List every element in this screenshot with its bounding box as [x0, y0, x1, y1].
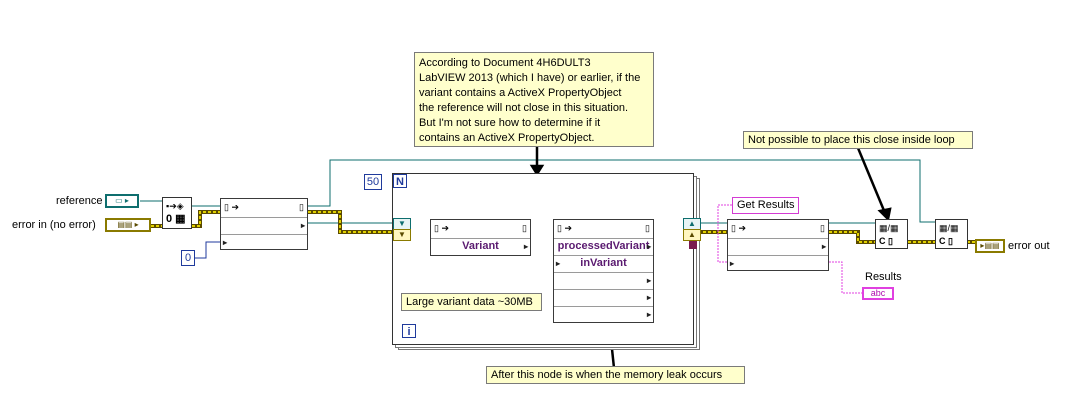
refnum-out-icon: ▯ — [299, 202, 304, 212]
processed-variant-invoke-node[interactable]: ▯ ➔ ▯ processedVariant ▸ ▸ inVariant ▸ ▸… — [553, 219, 654, 323]
node-header: ▯ ➔ ▯ — [431, 220, 530, 238]
refnum-out-icon: ▯ — [522, 223, 527, 233]
node-header: ▯ ➔ ▯ — [221, 199, 307, 217]
variant-tunnel[interactable] — [689, 241, 697, 249]
node-row: ▸ — [554, 289, 653, 306]
in-variant-label: inVariant — [580, 257, 627, 269]
output-arrow-icon: ▸ — [821, 242, 826, 251]
refnum-in-icon: ▯ ➔ — [224, 202, 239, 212]
loop-index-terminal: i — [402, 324, 416, 338]
output-arrow-icon: ▸ — [523, 242, 528, 251]
input-arrow-icon: ▸ — [556, 259, 561, 268]
refnum-in-icon: ▯ ➔ — [731, 223, 746, 233]
document-comment: According to Document 4H6DULT3 LabVIEW 2… — [414, 52, 654, 147]
output-arrow-icon: ▸ — [646, 310, 651, 319]
error-cluster-icon: ▸▤▤ — [980, 241, 1000, 250]
refnum-in-icon: ▯ ➔ — [557, 223, 572, 233]
input-arrow-icon: ▸ — [223, 238, 228, 247]
error-in-label: error in (no error) — [12, 219, 96, 231]
zero-glyph-icon: 0 ▦ — [166, 213, 186, 225]
close-comment: Not possible to place this close inside … — [743, 131, 973, 149]
error-cluster-icon: ▤▤ ▸ — [117, 220, 139, 229]
property-icon: ▪➔◈ — [166, 201, 184, 211]
node-header: ▯ ➔ ▯ — [554, 220, 653, 238]
error-in-control[interactable]: ▤▤ ▸ — [105, 218, 151, 232]
reference-control[interactable]: ▭ ▸ — [105, 194, 139, 208]
close-c-icon: C ▯ — [939, 236, 953, 246]
shift-register-left-error[interactable]: ▼ — [393, 229, 411, 241]
close-reference-icon: ▦/▦ — [939, 223, 959, 233]
node-row: ▸ — [554, 272, 653, 289]
refnum-out-icon: ▯ — [820, 223, 825, 233]
close-reference-node-1[interactable]: ▦/▦ C ▯ — [875, 219, 908, 249]
loop-count-terminal: N — [393, 174, 407, 188]
output-arrow-icon: ▸ — [646, 293, 651, 302]
close-reference-icon: ▦/▦ — [879, 223, 899, 233]
node-row: ▸ — [728, 238, 828, 255]
close-c-icon: C ▯ — [879, 236, 893, 246]
node-header: ▯ ➔ ▯ — [728, 220, 828, 238]
get-results-constant[interactable]: Get Results — [732, 197, 800, 214]
processed-variant-row: processedVariant ▸ — [554, 238, 653, 255]
string-wire — [717, 204, 862, 294]
results-indicator[interactable]: abc — [862, 287, 894, 300]
shift-register-right-error[interactable]: ▲ — [683, 229, 701, 241]
zero-constant[interactable]: 0 — [181, 250, 195, 266]
get-results-invoke-node[interactable]: ▯ ➔ ▯ ▸ ▸ — [727, 219, 829, 271]
loop-count-constant[interactable]: 50 — [364, 174, 382, 190]
refnum-icon: ▭ ▸ — [115, 196, 129, 205]
variant-row-label: Variant — [462, 240, 499, 252]
node-row: ▸ — [221, 217, 307, 234]
variant-row: Variant ▸ — [431, 238, 530, 255]
refnum-in-icon: ▯ ➔ — [434, 223, 449, 233]
output-arrow-icon: ▸ — [646, 242, 651, 251]
node-row: ▸ — [728, 255, 828, 272]
reference-label: reference — [56, 195, 103, 207]
string-indicator-glyph: abc — [870, 288, 886, 298]
in-variant-row: ▸ inVariant — [554, 255, 653, 272]
output-arrow-icon: ▸ — [646, 276, 651, 285]
node-row: ▸ — [221, 234, 307, 251]
memory-leak-comment: After this node is when the memory leak … — [486, 366, 745, 384]
processed-variant-label: processedVariant — [557, 240, 650, 252]
results-label: Results — [865, 271, 902, 283]
error-out-label: error out — [1008, 240, 1050, 252]
variant-property-node[interactable]: ▯ ➔ ▯ Variant ▸ — [430, 219, 531, 256]
numeric-wire — [195, 241, 220, 259]
error-out-indicator[interactable]: ▸▤▤ — [975, 239, 1005, 253]
variant-size-comment: Large variant data ~30MB — [401, 293, 542, 311]
close-reference-node-2[interactable]: ▦/▦ C ▯ — [935, 219, 968, 249]
input-arrow-icon: ▸ — [730, 259, 735, 268]
property-node-1[interactable]: ▯ ➔ ▯ ▸ ▸ — [220, 198, 308, 250]
node-row: ▸ — [554, 306, 653, 323]
output-arrow-icon: ▸ — [300, 221, 305, 230]
refnum-out-icon: ▯ — [645, 223, 650, 233]
open-reference-node[interactable]: ▪➔◈ 0 ▦ — [162, 197, 192, 229]
